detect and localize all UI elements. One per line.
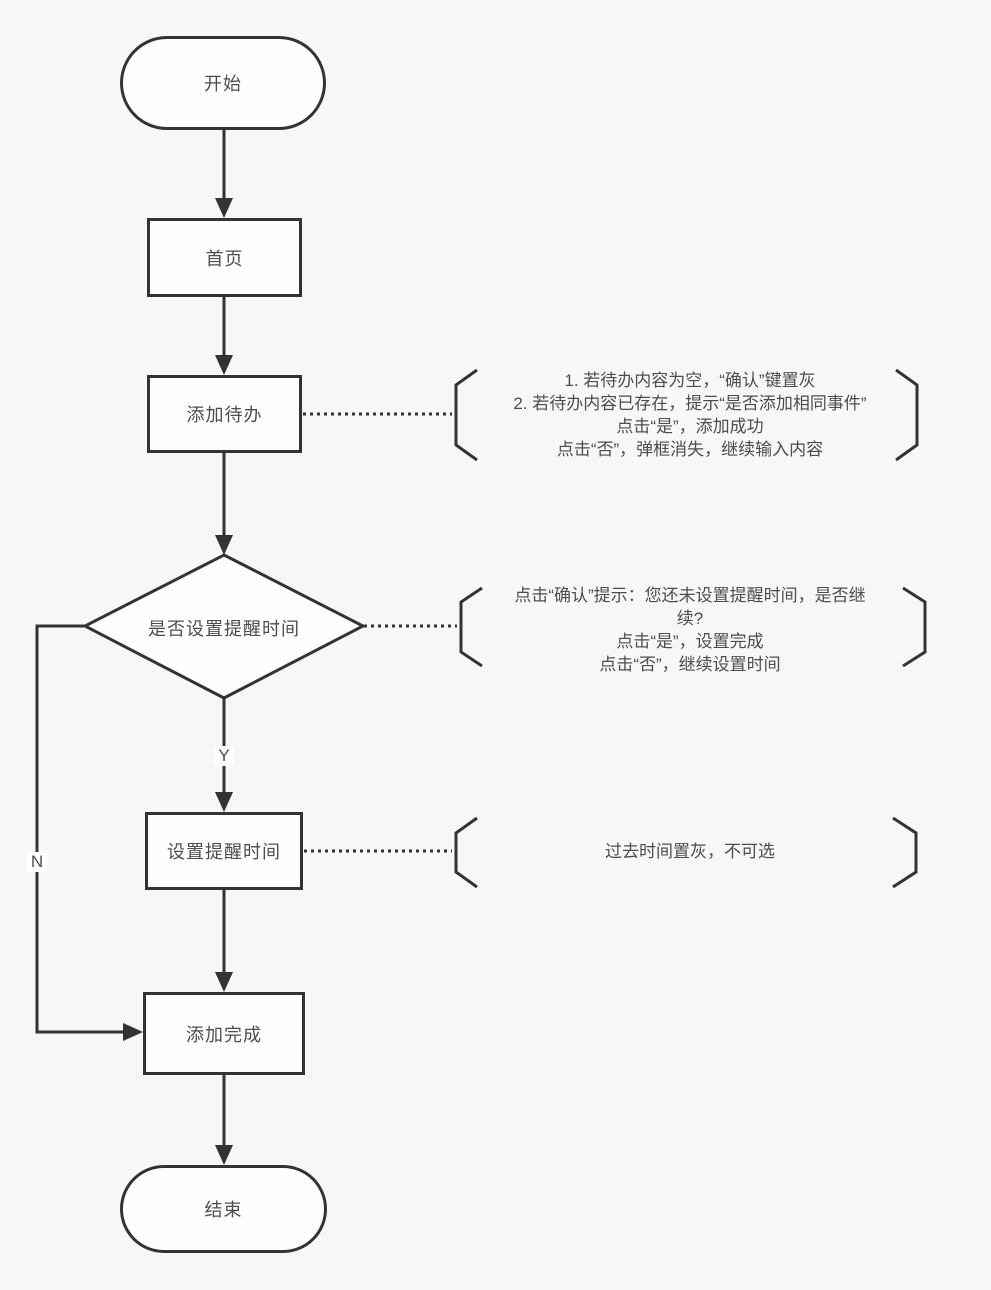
- arrow-start-to-home: [215, 130, 233, 218]
- arrow-addtodo-to-decision: [215, 453, 233, 555]
- node-add-todo: 添加待办: [147, 375, 302, 453]
- branch-label-no: N: [26, 852, 48, 872]
- decision-diamond-shape: [81, 553, 367, 700]
- annotation-line: 点击“是”，添加成功: [616, 417, 764, 436]
- node-set-time: 设置提醒时间: [145, 812, 303, 890]
- annotation-add-todo: 1. 若待办内容为空，“确认”键置灰 2. 若待办内容已存在，提示“是否添加相同…: [455, 369, 925, 461]
- annotation-decision: 点击“确认”提示：您还未设置提醒时间，是否继 续? 点击“是”，设置完成 点击“…: [455, 584, 925, 676]
- annotation-line: 1. 若待办内容为空，“确认”键置灰: [564, 371, 816, 390]
- annotation-line: 过去时间置灰，不可选: [605, 842, 775, 861]
- node-end: 结束: [120, 1165, 327, 1253]
- annotation-line: 点击“确认”提示：您还未设置提醒时间，是否继: [514, 586, 866, 605]
- annotation-line: 点击“是”，设置完成: [616, 632, 764, 651]
- annotation-line: 续?: [676, 609, 704, 628]
- annotation-set-time: 过去时间置灰，不可选: [455, 840, 925, 863]
- annotation-line: 2. 若待办内容已存在，提示“是否添加相同事件”: [513, 394, 867, 413]
- bracket-left-decision: [459, 586, 483, 668]
- annotation-line: 点击“否”，弹框消失，继续输入内容: [556, 440, 824, 459]
- node-home: 首页: [147, 218, 302, 297]
- bracket-left-addtodo: [454, 368, 478, 462]
- node-start: 开始: [120, 36, 326, 130]
- bracket-right-addtodo: [895, 368, 919, 462]
- bracket-right-decision: [902, 586, 927, 668]
- arrow-home-to-addtodo: [215, 297, 233, 375]
- node-add-done: 添加完成: [143, 992, 305, 1075]
- arrow-done-to-end: [215, 1075, 233, 1165]
- arrow-settime-to-done: [215, 890, 233, 992]
- bracket-right-settime: [892, 816, 918, 889]
- branch-label-yes: Y: [214, 746, 234, 766]
- bracket-left-settime: [454, 816, 478, 889]
- node-decision-label: 是否设置提醒时间: [148, 619, 300, 639]
- arrow-decision-no-to-done: [35, 624, 143, 1041]
- annotation-line: 点击“否”，继续设置时间: [599, 655, 781, 674]
